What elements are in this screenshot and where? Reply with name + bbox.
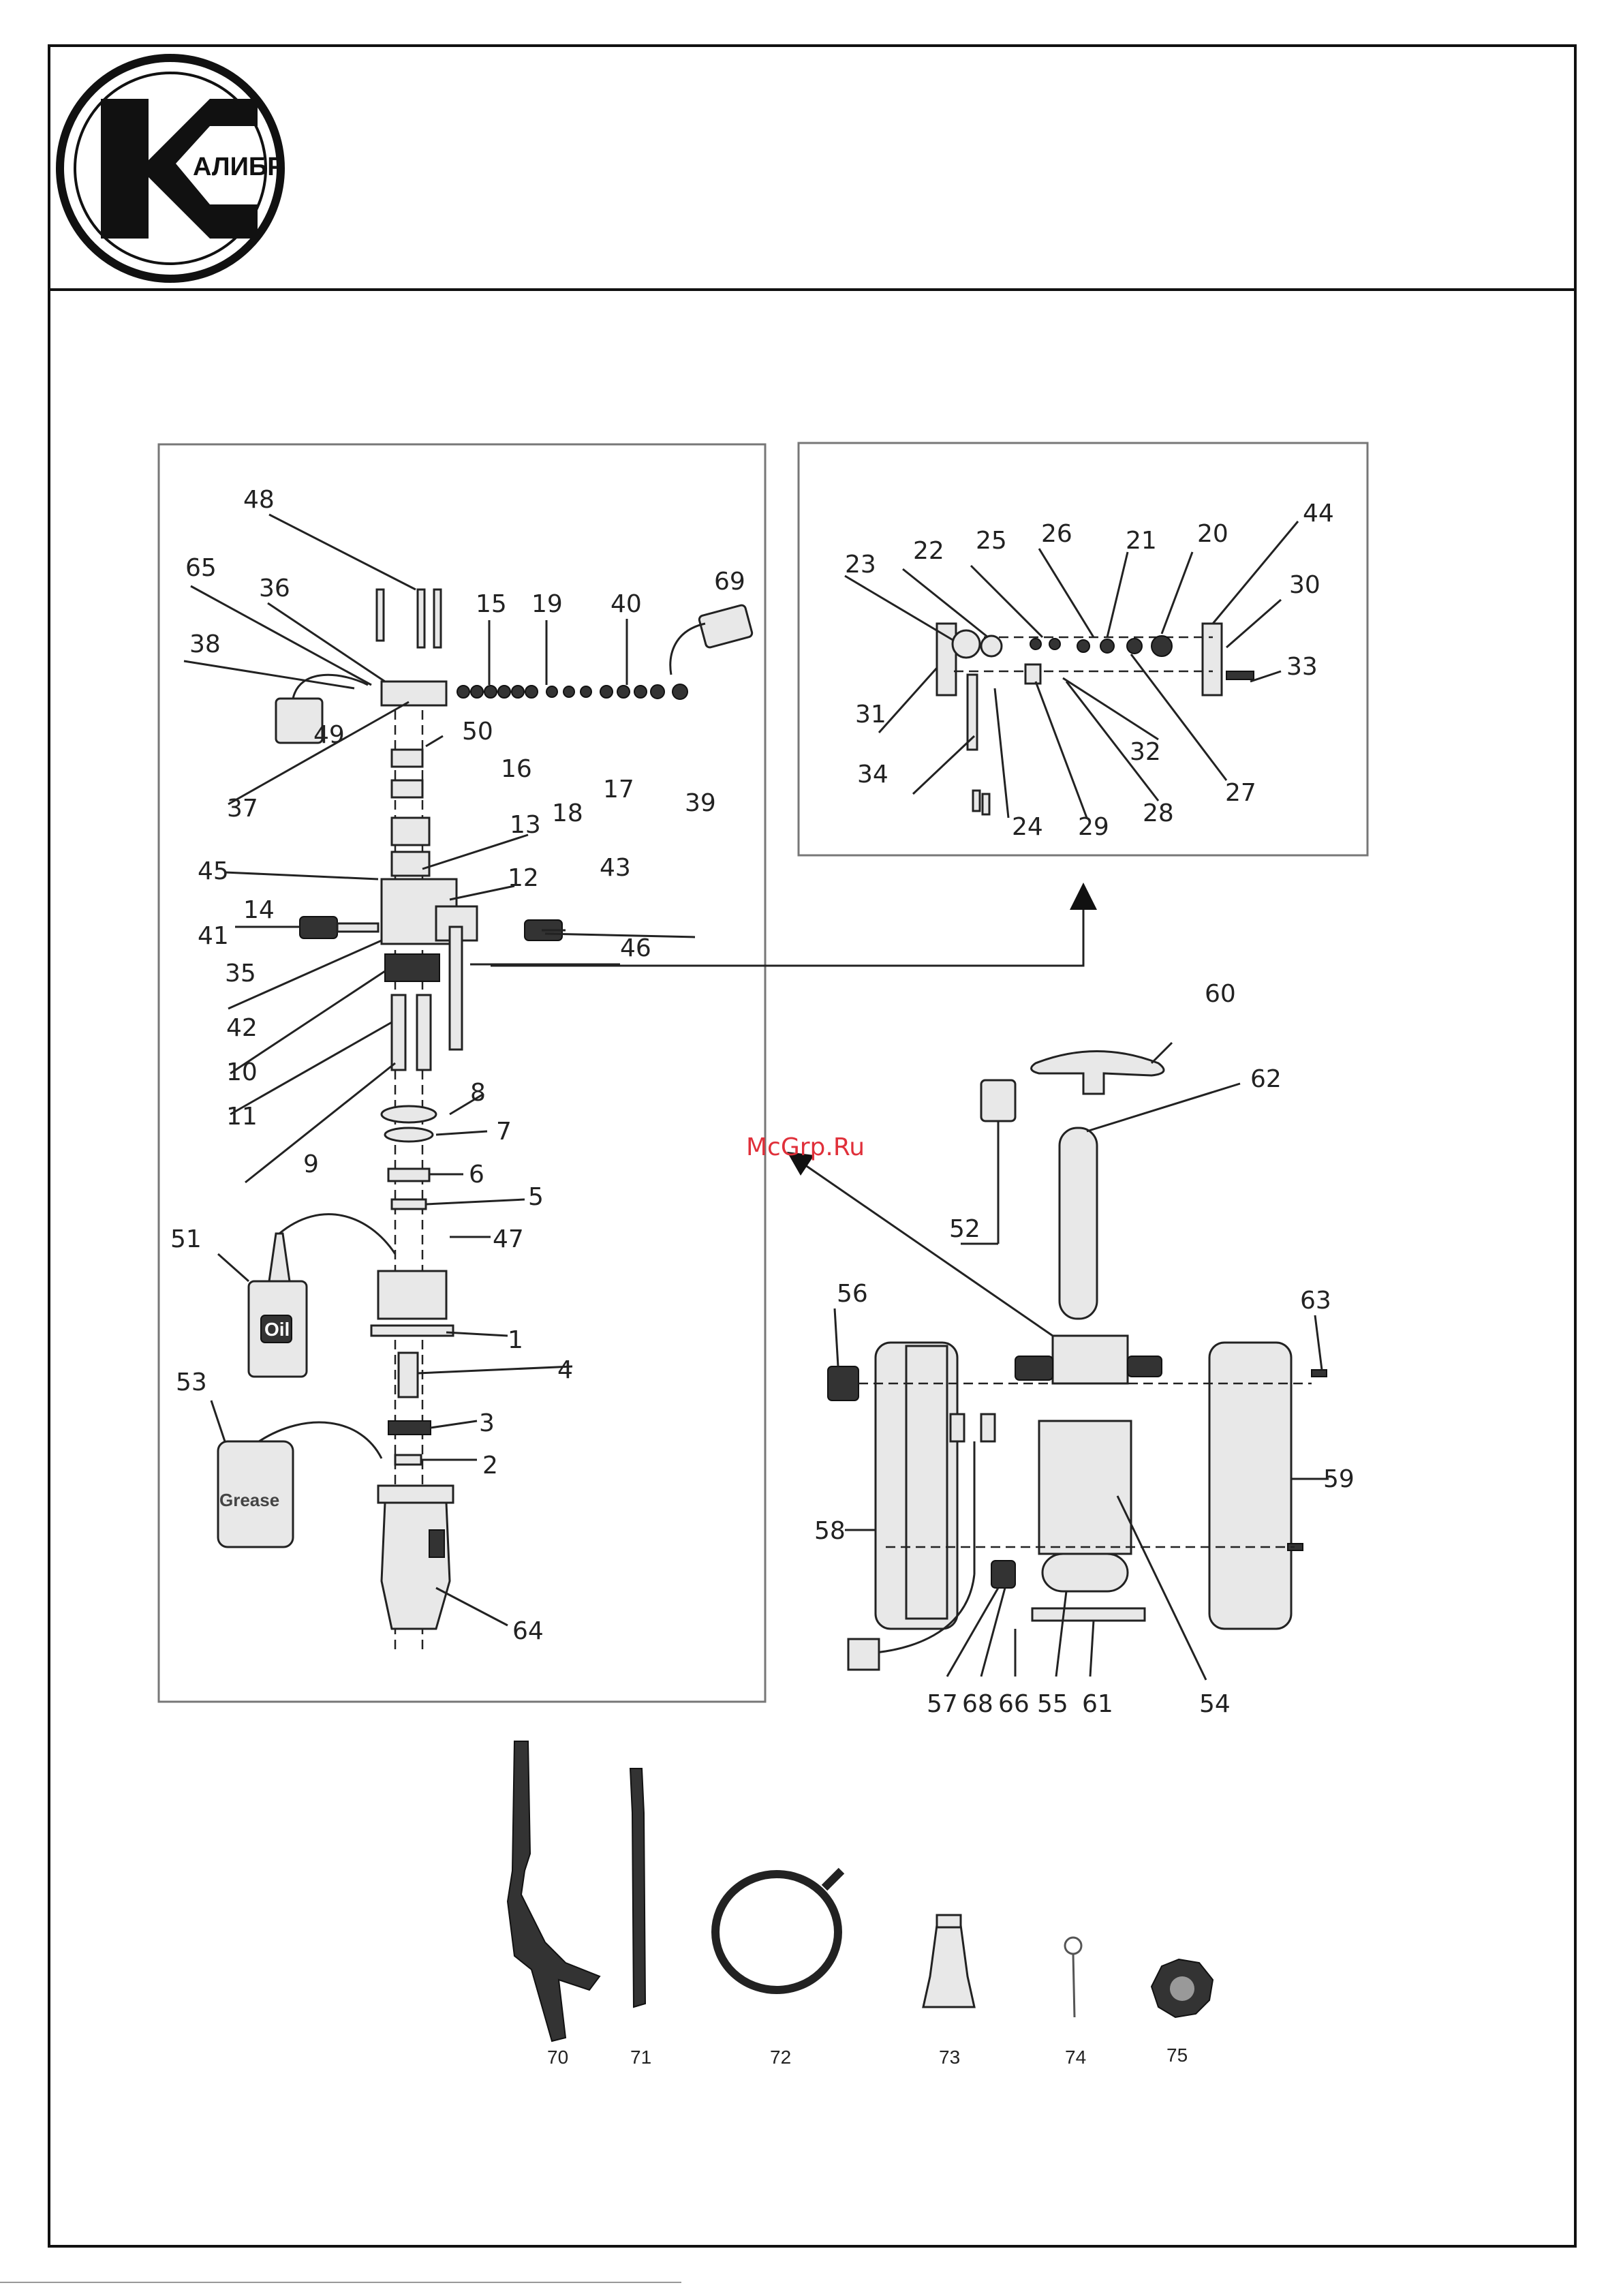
label-68: 68 — [962, 1690, 993, 1718]
label-35: 35 — [225, 960, 256, 988]
watermark: McGrp.Ru — [746, 1133, 865, 1161]
label-47: 47 — [493, 1225, 524, 1253]
label-63: 63 — [1300, 1287, 1331, 1315]
label-27: 27 — [1225, 779, 1256, 807]
label-46: 46 — [620, 934, 651, 962]
label-1: 1 — [508, 1326, 523, 1354]
label-2: 2 — [482, 1452, 498, 1480]
label-33: 33 — [1286, 653, 1318, 681]
label-17: 17 — [603, 776, 634, 803]
label-5: 5 — [528, 1183, 544, 1211]
label-40: 40 — [610, 590, 642, 618]
part-labels: 48 65 36 15 19 40 69 38 49 50 18 17 39 3… — [170, 486, 1355, 2068]
label-59: 59 — [1323, 1465, 1355, 1493]
grease-label: Grease — [219, 1490, 279, 1510]
label-54: 54 — [1199, 1690, 1231, 1718]
label-43: 43 — [600, 854, 631, 882]
label-32: 32 — [1130, 738, 1161, 766]
label-57: 57 — [927, 1690, 958, 1718]
label-23: 23 — [845, 551, 876, 579]
label-13: 13 — [510, 811, 541, 839]
label-11: 11 — [226, 1103, 258, 1131]
label-65: 65 — [185, 554, 217, 582]
label-73: 73 — [939, 2047, 960, 2068]
label-28: 28 — [1143, 799, 1174, 827]
label-62: 62 — [1250, 1065, 1282, 1093]
label-51: 51 — [170, 1225, 202, 1253]
label-74: 74 — [1065, 2047, 1086, 2068]
label-45: 45 — [198, 857, 229, 885]
label-58: 58 — [814, 1517, 846, 1545]
label-10: 10 — [226, 1058, 258, 1086]
label-41: 41 — [198, 922, 229, 950]
label-25: 25 — [976, 527, 1007, 555]
label-6: 6 — [469, 1161, 484, 1189]
label-64: 64 — [512, 1617, 544, 1645]
label-56: 56 — [837, 1280, 868, 1308]
label-66: 66 — [998, 1690, 1030, 1718]
label-53: 53 — [176, 1368, 207, 1396]
label-26: 26 — [1041, 520, 1072, 548]
label-15: 15 — [476, 590, 507, 618]
label-72: 72 — [770, 2047, 791, 2068]
label-3: 3 — [479, 1409, 495, 1437]
label-49: 49 — [313, 721, 345, 749]
label-36: 36 — [259, 575, 290, 602]
label-18: 18 — [552, 799, 583, 827]
label-52: 52 — [949, 1215, 980, 1243]
housing-assembly — [828, 1052, 1327, 1670]
label-21: 21 — [1126, 527, 1157, 555]
label-22: 22 — [913, 537, 944, 565]
label-60: 60 — [1205, 980, 1236, 1008]
oil-label: Oil — [264, 1319, 290, 1340]
label-19: 19 — [531, 590, 563, 618]
label-7: 7 — [496, 1118, 512, 1146]
label-61: 61 — [1082, 1690, 1113, 1718]
label-20: 20 — [1197, 520, 1228, 548]
label-70: 70 — [547, 2047, 568, 2068]
label-4: 4 — [557, 1356, 573, 1384]
label-71: 71 — [630, 2047, 651, 2068]
accessories — [508, 1741, 1213, 2041]
label-48: 48 — [243, 486, 275, 514]
label-34: 34 — [857, 761, 888, 789]
label-69: 69 — [714, 568, 745, 596]
label-39: 39 — [685, 789, 716, 817]
label-55: 55 — [1037, 1690, 1068, 1718]
label-75: 75 — [1166, 2045, 1188, 2066]
label-14: 14 — [243, 896, 275, 924]
label-8: 8 — [470, 1079, 486, 1107]
label-50: 50 — [462, 718, 493, 746]
label-16: 16 — [501, 755, 532, 783]
label-24: 24 — [1012, 813, 1043, 841]
label-42: 42 — [226, 1014, 258, 1042]
label-38: 38 — [189, 630, 221, 658]
label-37: 37 — [227, 795, 258, 823]
pump-stack — [218, 590, 753, 1649]
label-31: 31 — [855, 701, 886, 729]
label-29: 29 — [1078, 813, 1109, 841]
footer-rule — [0, 2282, 681, 2283]
label-12: 12 — [508, 864, 539, 892]
label-9: 9 — [303, 1150, 319, 1178]
label-44: 44 — [1303, 500, 1334, 527]
label-30: 30 — [1289, 571, 1320, 599]
